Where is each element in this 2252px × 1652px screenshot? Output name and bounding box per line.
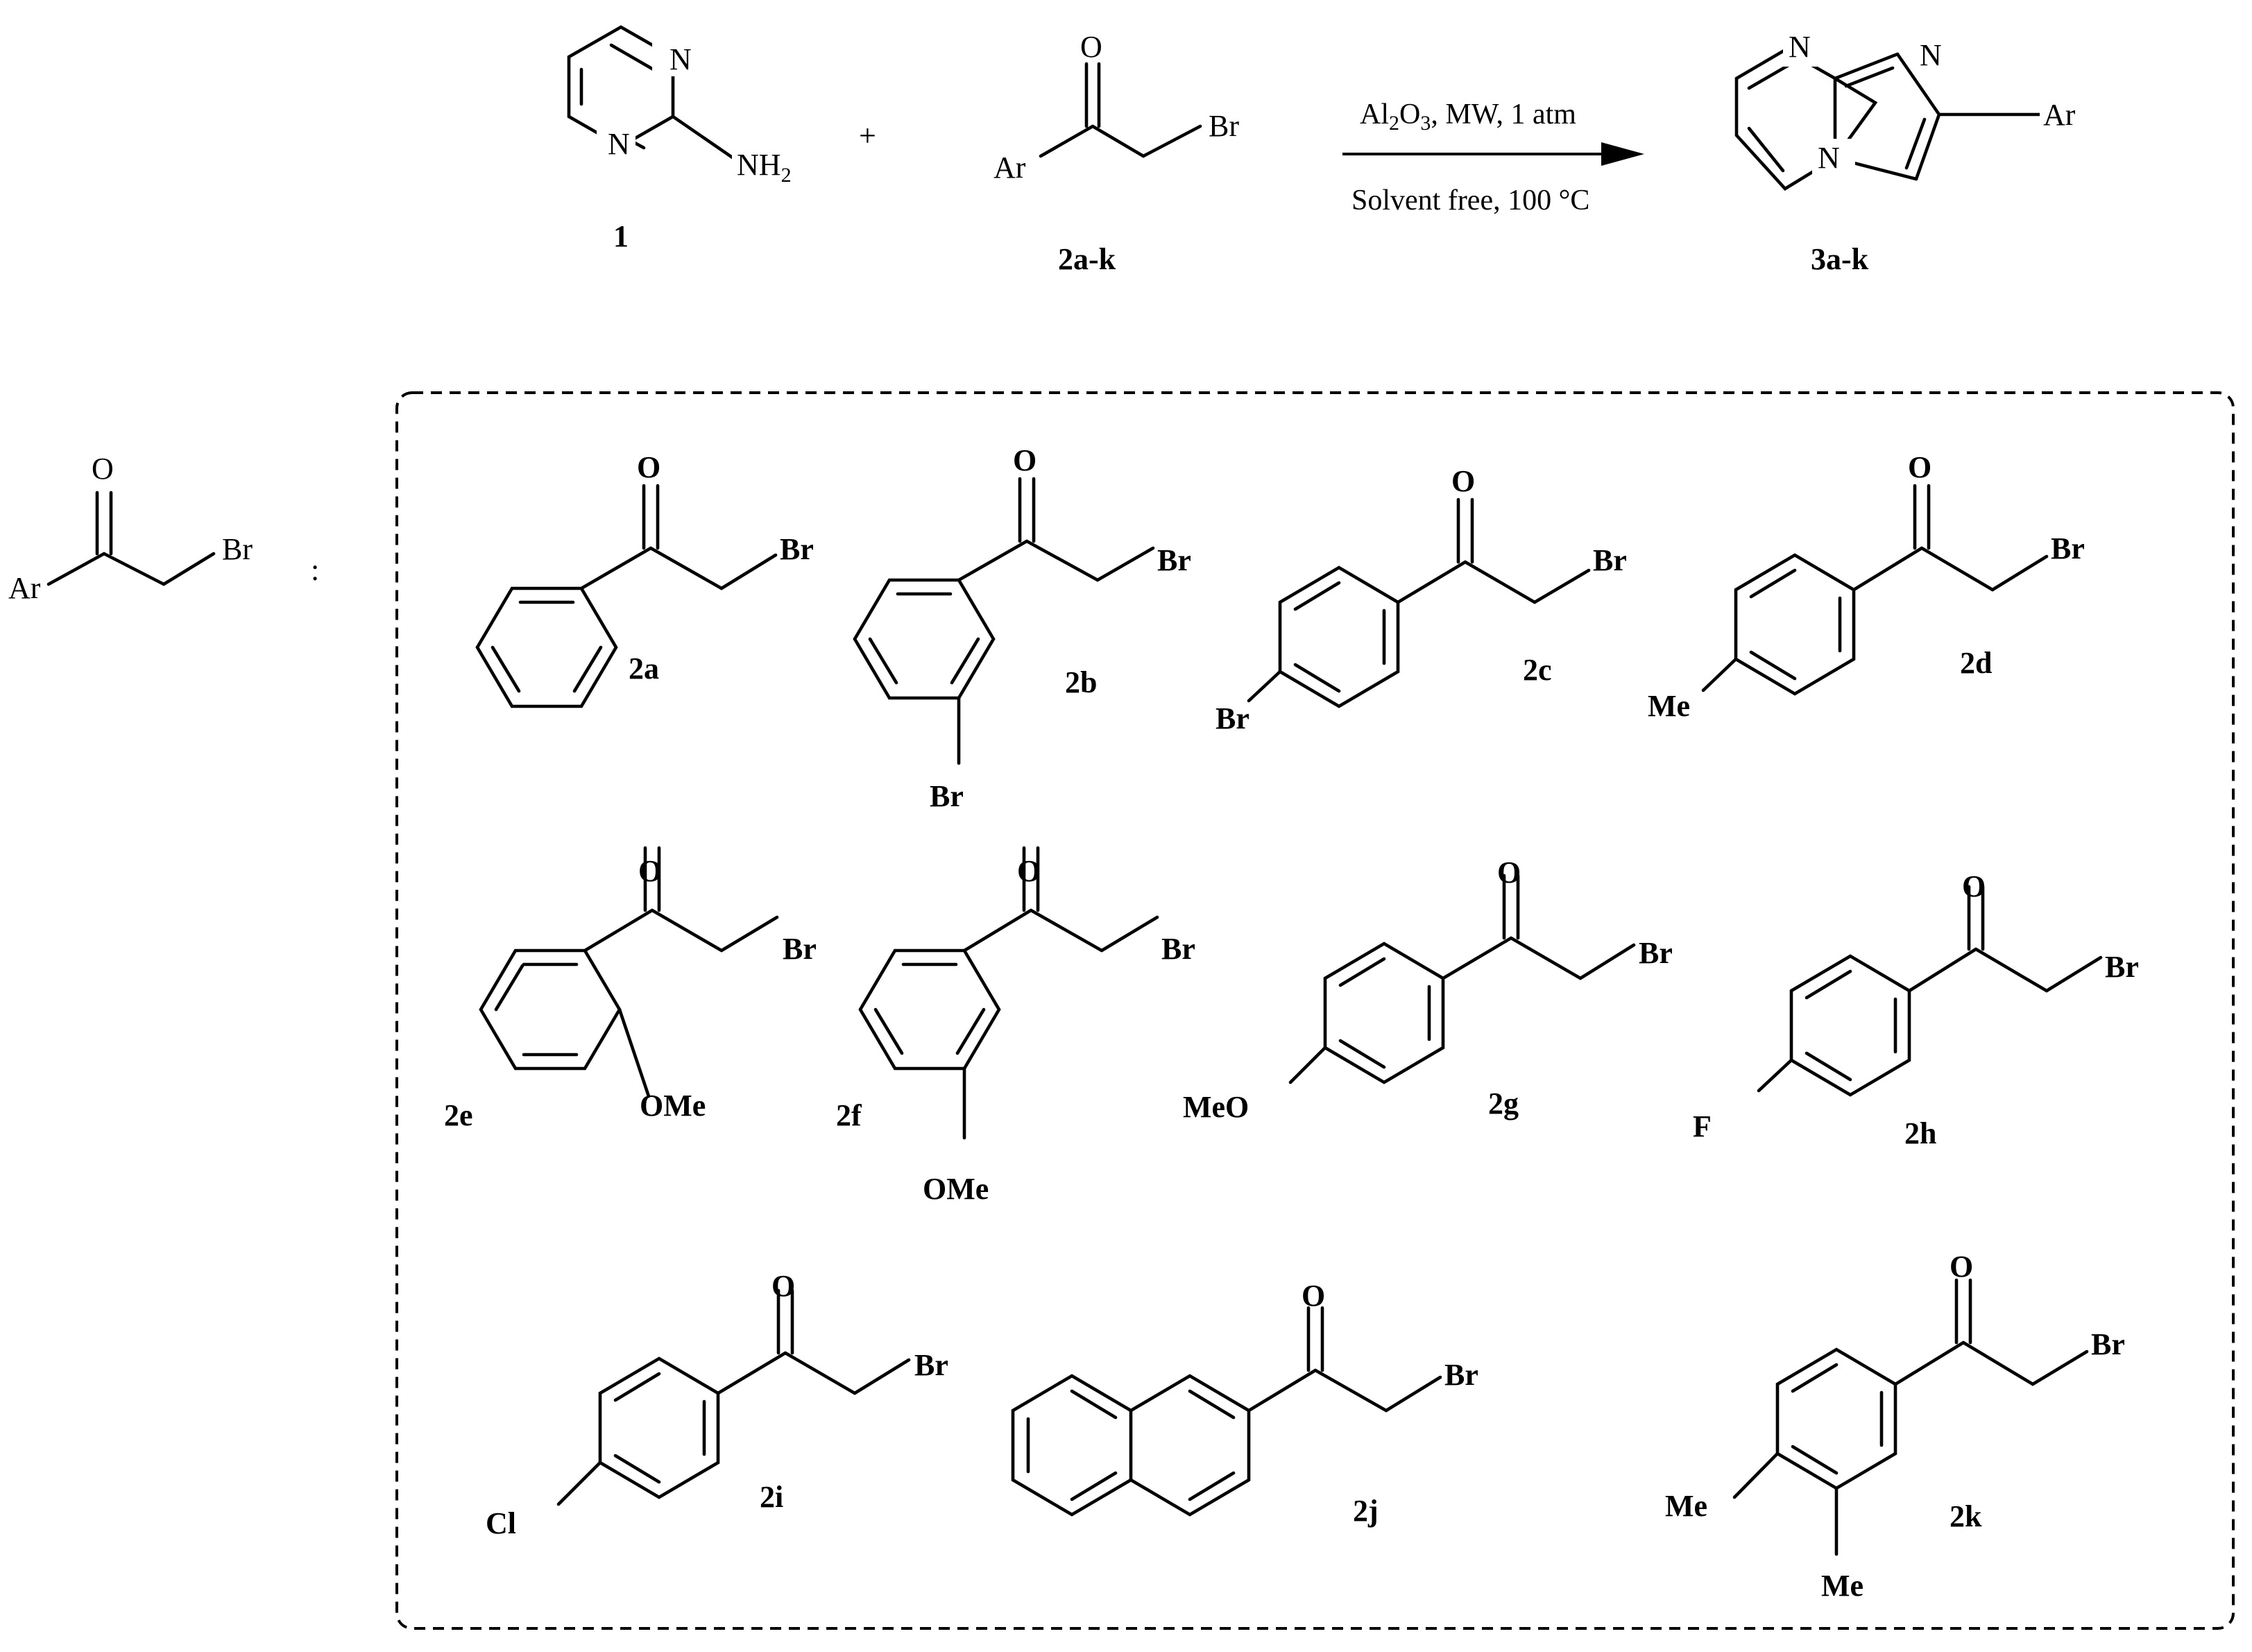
compound-label: 2a bbox=[629, 652, 659, 686]
substrate-2e: O Br OMe 2e bbox=[444, 846, 817, 1132]
reactant-aminopyrimidine: N N NH2 1 bbox=[567, 25, 815, 253]
substrate-2i: O Br Cl 2i bbox=[486, 1269, 948, 1540]
atom-br: Br bbox=[2091, 1327, 2125, 1361]
atom-o: O bbox=[1908, 450, 1931, 484]
atom-br: Br bbox=[1157, 543, 1191, 577]
substrate-scope-box bbox=[395, 391, 2235, 1630]
substrate-2g: O Br MeO 2g bbox=[1183, 855, 1673, 1124]
substrate-2b: O Br Br 2b bbox=[853, 443, 1191, 813]
atom-n: N bbox=[1818, 141, 1840, 175]
compound-label: 2i bbox=[760, 1480, 783, 1514]
atom-me: Me bbox=[1821, 1569, 1863, 1603]
atom-br: Br bbox=[1444, 1358, 1478, 1392]
compound-label-2a-k: 2a-k bbox=[1058, 242, 1116, 276]
substrate-2h: O Br F 2h bbox=[1693, 869, 2139, 1150]
product-imidazopyrimidine: N N N Ar 3a-k bbox=[1734, 28, 2095, 276]
atom-o: O bbox=[1497, 855, 1521, 889]
atom-o: O bbox=[1950, 1250, 1973, 1284]
compound-label: 2e bbox=[444, 1098, 473, 1132]
substrate-2j: O Br 2j bbox=[1011, 1279, 1478, 1528]
atom-br: Br bbox=[914, 1348, 948, 1382]
reaction-conditions-line1: Al2O3, MW, 1 atm bbox=[1360, 99, 1576, 135]
legend-generic-ketone: O Ar Br : bbox=[8, 452, 319, 605]
compound-label: 2b bbox=[1065, 665, 1097, 699]
compound-label: 2h bbox=[1904, 1116, 1936, 1150]
atom-br: Br bbox=[2105, 950, 2139, 984]
atom-ar: Ar bbox=[2043, 98, 2076, 132]
atom-n: N bbox=[608, 127, 630, 161]
atom-n: N bbox=[669, 42, 692, 76]
compound-label: 2k bbox=[1950, 1499, 1982, 1533]
reaction-conditions-line2: Solvent free, 100 °C bbox=[1351, 185, 1589, 216]
atom-br: Br bbox=[783, 932, 817, 966]
compound-label: 2j bbox=[1353, 1494, 1379, 1528]
reactant-bromoacetophenone: O Ar Br 2a-k bbox=[993, 30, 1239, 276]
compound-label: 2d bbox=[1960, 646, 1992, 680]
atom-n: N bbox=[1789, 30, 1811, 64]
atom-o: O bbox=[1017, 854, 1041, 888]
compound-label: 2c bbox=[1523, 653, 1552, 687]
atom-me: Me bbox=[1648, 689, 1690, 723]
atom-br: Br bbox=[1593, 543, 1627, 577]
atom-br: Br bbox=[930, 779, 964, 813]
atom-ar: Ar bbox=[8, 571, 41, 605]
atom-br: Br bbox=[1161, 932, 1195, 966]
substrate-2d: O Br Me 2d bbox=[1648, 450, 2085, 723]
atom-o: O bbox=[638, 854, 662, 888]
atom-br: Br bbox=[1639, 936, 1673, 970]
atom-meo: MeO bbox=[1183, 1090, 1249, 1124]
atom-br: Br bbox=[222, 532, 253, 566]
atom-o: O bbox=[1962, 869, 1986, 903]
atom-me: Me bbox=[1665, 1489, 1707, 1523]
substrate-2c: O Br Br 2c bbox=[1215, 464, 1627, 735]
atom-o: O bbox=[637, 450, 660, 484]
plus-sign: + bbox=[859, 119, 876, 153]
atom-o: O bbox=[1302, 1279, 1325, 1313]
compound-label-3a-k: 3a-k bbox=[1811, 242, 1869, 276]
atom-f: F bbox=[1693, 1109, 1712, 1143]
substrate-2a: O Br 2a bbox=[475, 450, 814, 708]
reaction-arrow bbox=[1342, 142, 1644, 166]
atom-o: O bbox=[1013, 443, 1037, 477]
atom-o: O bbox=[771, 1269, 795, 1303]
atom-o: O bbox=[1080, 30, 1102, 64]
atom-cl: Cl bbox=[486, 1506, 516, 1540]
atom-nh2: NH2 bbox=[737, 148, 792, 187]
atom-o: O bbox=[1451, 464, 1475, 498]
compound-label: 2g bbox=[1488, 1087, 1519, 1121]
atom-br: Br bbox=[2051, 531, 2085, 565]
atom-br: Br bbox=[1209, 109, 1239, 143]
compound-label-1: 1 bbox=[613, 219, 629, 253]
atom-br: Br bbox=[780, 532, 814, 566]
colon: : bbox=[311, 553, 319, 587]
atom-ome: OMe bbox=[923, 1172, 989, 1206]
substrate-2f: O Br OMe 2f bbox=[836, 846, 1195, 1206]
atom-ar: Ar bbox=[993, 151, 1026, 185]
atom-ome: OMe bbox=[640, 1089, 706, 1123]
atom-br: Br bbox=[1215, 701, 1249, 735]
atom-o: O bbox=[92, 452, 114, 486]
substrate-2k: O Br Me Me 2k bbox=[1665, 1250, 2125, 1603]
atom-n: N bbox=[1920, 38, 1942, 72]
compound-label: 2f bbox=[836, 1098, 862, 1132]
